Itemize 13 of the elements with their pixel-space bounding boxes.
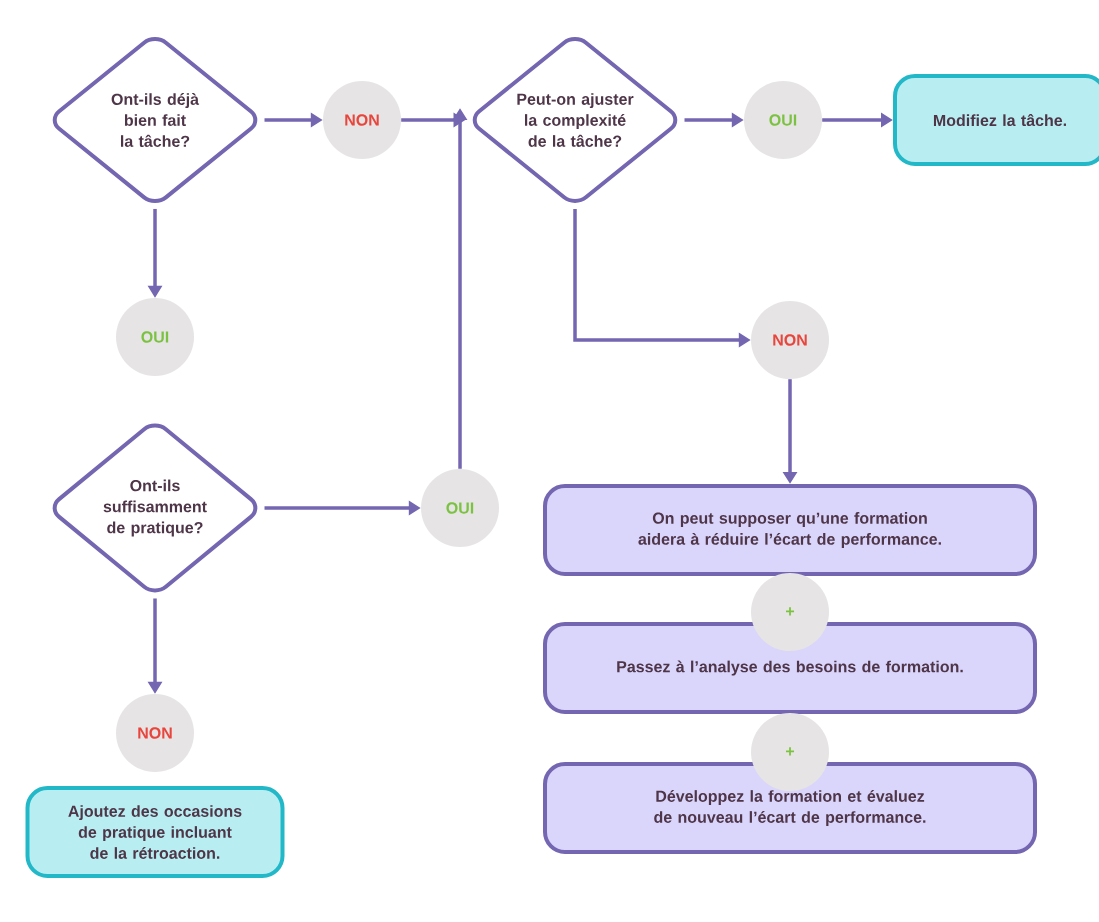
circle-label: OUI xyxy=(421,469,499,547)
process-box: Passez à l’analyse des besoins de formation. xyxy=(543,622,1037,714)
process-box: Développez la formation et évaluez de nouveau l’écart de performance. xyxy=(543,762,1037,854)
circle-label: NON xyxy=(116,694,194,772)
circle-label: NON xyxy=(751,301,829,379)
circle-label: + xyxy=(751,573,829,651)
process-box: On peut supposer qu’une formation aidera à réduire l’écart de performance. xyxy=(543,484,1037,576)
circle-label: + xyxy=(751,713,829,791)
circle-label: OUI xyxy=(744,81,822,159)
result-box: Ajoutez des occasions de pratique incluant de la rétroaction. xyxy=(25,786,285,878)
circle-label: NON xyxy=(323,81,401,159)
circle-label: OUI xyxy=(116,298,194,376)
result-box: Modifiez la tâche. xyxy=(893,74,1099,166)
